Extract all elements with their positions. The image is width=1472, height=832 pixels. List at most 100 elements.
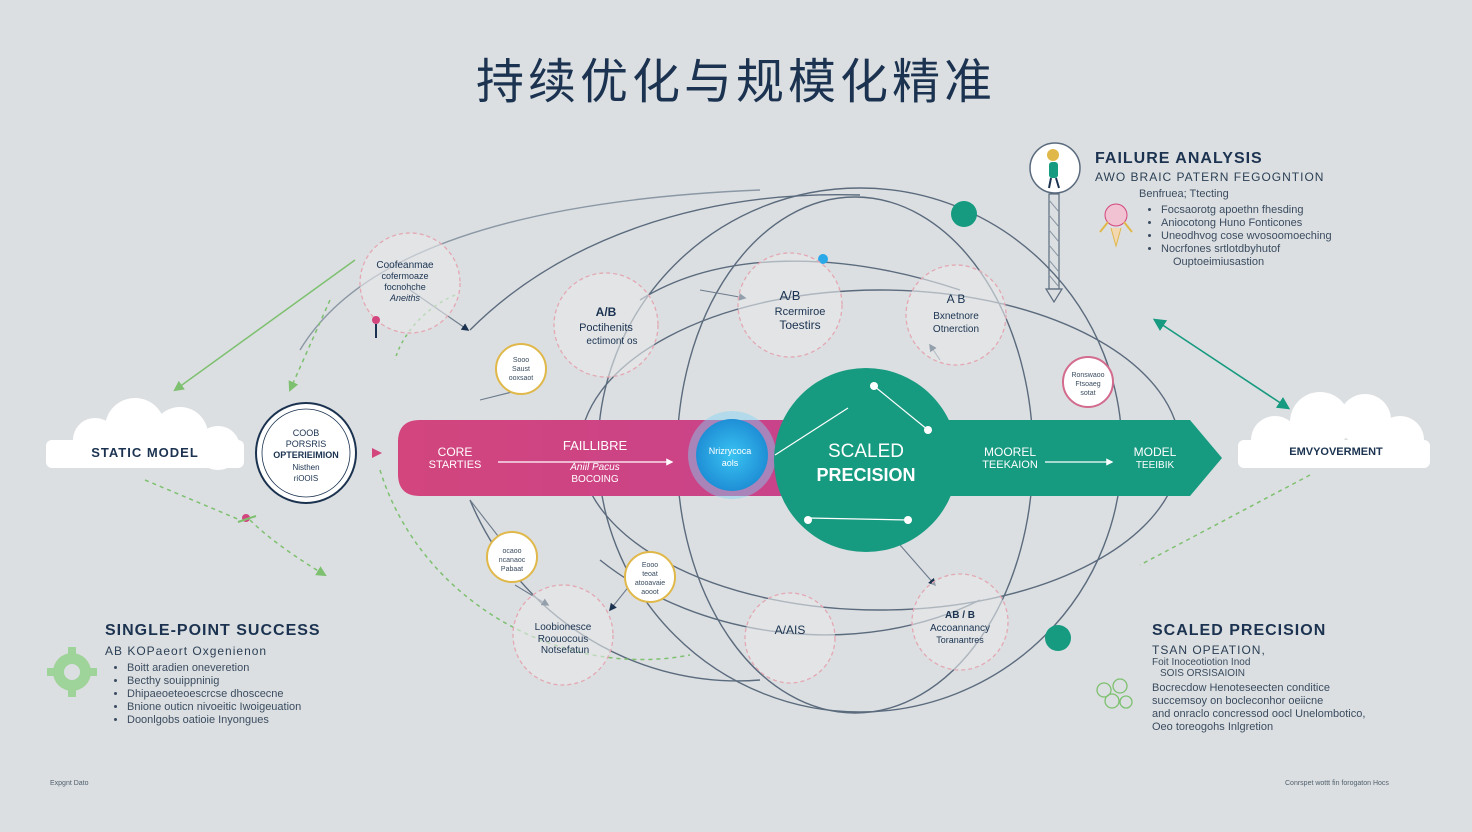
- sp-3: sotat: [1080, 390, 1095, 397]
- sy3-3: atooavaie: [635, 580, 665, 587]
- single-bullet: Bnione outicn nivoeitic Iwoigeuation: [127, 701, 405, 714]
- small-node-2: [486, 531, 538, 583]
- core-line-3: OPTERIEIMION: [273, 450, 339, 460]
- scaled-precision-hub: SCALED PRECISION: [774, 368, 958, 552]
- band-left-bottom: STARTIES: [429, 459, 482, 471]
- tl-1: Coofeanmae: [376, 260, 434, 271]
- cloud-right-label: EMVYOVERMENT: [1289, 446, 1383, 458]
- single-bullet: Doonlgobs oatioie Inyongues: [127, 714, 405, 727]
- sy3-4: aooot: [641, 589, 659, 596]
- blue-node-top: Nrizrycoca: [709, 446, 752, 456]
- hub-title-top: SCALED: [828, 441, 904, 462]
- scaled-sub1: TSAN OPEATION,: [1152, 643, 1266, 657]
- core-line-1: COOB: [293, 428, 320, 438]
- failure-heading: FAILURE ANALYSIS: [1095, 150, 1263, 167]
- band-middle-mid: Aniil Pacus: [569, 462, 619, 473]
- teal-double-arrow: [1152, 318, 1291, 410]
- sp-1: Ronswaoo: [1071, 372, 1104, 379]
- arrow-to-band: [372, 448, 382, 458]
- hub-title-bottom: PRECISION: [816, 465, 915, 485]
- tl-4: Aneiths: [389, 293, 421, 303]
- sy1-1: Sooo: [513, 357, 529, 364]
- orbit-dot-top: [951, 201, 977, 227]
- small-node-pink: [1062, 356, 1114, 408]
- stem-arrow: [1044, 193, 1064, 304]
- abr-2: Bxnetnore: [933, 311, 979, 322]
- sy3-2: teoat: [642, 571, 658, 578]
- core-line-2: PORSRIS: [286, 439, 327, 449]
- circle-bottom-left: [512, 584, 614, 686]
- single-heading: SINGLE-POINT SUCCESS: [105, 622, 321, 639]
- failure-subheading: AWO BRAIC PATERN FEGOGNTION: [1095, 170, 1325, 184]
- scaled-precision-caption: SCALED PRECISION TSAN OPEATION, Foit Ino…: [1152, 622, 1452, 734]
- bm-1: A/AIS: [775, 623, 806, 637]
- sy2-2: ncanaoc: [499, 557, 526, 564]
- sy2-1: ocaoo: [502, 548, 521, 555]
- small-figure-icons: [237, 316, 380, 523]
- sy2-3: Pabaat: [501, 566, 523, 573]
- abt-1: A/B: [780, 288, 801, 303]
- failure-last-line: Ouptoeimiusastion: [1173, 256, 1265, 268]
- single-point-caption: SINGLE-POINT SUCCESS AB KOPaeort Oxgenie…: [105, 622, 405, 727]
- brain-icon: [1099, 203, 1133, 248]
- cloud-left-label: STATIC MODEL: [91, 445, 199, 460]
- abl-3: ectimont os: [586, 336, 637, 347]
- circle-ab-left: [553, 272, 659, 378]
- failure-bullet: Nocrfones srtlotdbyhutof: [1161, 243, 1425, 256]
- scaled-sub3: SOIS ORSISAIOIN: [1160, 668, 1246, 679]
- tl-3: focnohche: [384, 282, 426, 292]
- band-middle-top: FAILLIBRE: [563, 438, 628, 453]
- blue-node: Nrizrycoca aols: [688, 411, 776, 499]
- bl-2: Roouocous: [538, 634, 589, 645]
- orbit-dot-bottom: [1045, 625, 1071, 651]
- sp-2: Ftsoaeg: [1075, 381, 1100, 388]
- band-left-top: CORE: [438, 445, 473, 459]
- circle-bottom-right: [911, 573, 1009, 671]
- core-line-4: Nisthen: [292, 463, 319, 472]
- page-title: 持续优化与规模化精准: [475, 54, 996, 110]
- bl-1: Loobionesce: [535, 622, 592, 633]
- band-right-bottom: TEEKAION: [982, 459, 1038, 471]
- scaled-heading: SCALED PRECISION: [1152, 622, 1327, 639]
- scaled-line: Oeo toreogohs Inlgretion: [1152, 721, 1274, 733]
- circle-bottom-mid: [744, 592, 836, 684]
- failure-bullet: Aniocotong Huno Fonticones: [1161, 217, 1425, 230]
- failure-bullet: Uneodhvog cose wvosoomoeching: [1161, 230, 1425, 243]
- core-line-5: riOOIS: [294, 474, 318, 483]
- br-2: Accoannancy: [930, 623, 990, 634]
- band-far-right-top: MODEL: [1134, 445, 1177, 459]
- gear-icon: [47, 647, 97, 697]
- abt-3: Toestirs: [779, 318, 820, 332]
- cloud-left: STATIC MODEL: [46, 398, 244, 470]
- circle-ab-top: [737, 252, 843, 358]
- core-optimization-node: COOB PORSRIS OPTERIEIMION Nisthen riOOIS: [255, 402, 357, 504]
- cloud-right: EMVYOVERMENT: [1238, 392, 1430, 468]
- single-bullets: Boitt aradien oneveretion Becthy souippn…: [105, 662, 405, 727]
- person-icon: [1029, 142, 1081, 194]
- abt-2: Rcermiroe: [775, 306, 826, 318]
- molecule-icon: [1096, 678, 1133, 709]
- band-right-top: MOOREL: [984, 445, 1036, 459]
- circle-top-left: [359, 232, 461, 334]
- sy1-3: ooxsaot: [509, 375, 534, 382]
- single-bullet: Becthy souippninig: [127, 675, 405, 688]
- abl-1: A/B: [596, 305, 617, 319]
- scaled-line: succemsoy on bocleconhor oeiicne: [1152, 695, 1324, 707]
- circle-ab-right: [905, 264, 1007, 366]
- br-3: Toranantres: [936, 635, 984, 645]
- footer-left: Expgnt Dato: [50, 780, 89, 787]
- single-bullet: Dhipaeoeteoescrcse dhoscecne: [127, 688, 405, 701]
- circle-texts: Coofeanmae cofermoaze focnohche Aneiths …: [376, 260, 990, 656]
- abl-2: Poctihenits: [579, 322, 633, 334]
- band-far-right-bottom: TEEIBIK: [1136, 460, 1175, 471]
- scaled-line: and onraclo concressod oocl Unelombotico…: [1152, 708, 1366, 720]
- orbit-dot-blue: [818, 254, 828, 264]
- single-subheading: AB KOPaeort Oxgenienon: [105, 644, 268, 658]
- sy3-1: Eooo: [642, 562, 658, 569]
- small-node-1: [495, 343, 547, 395]
- small-node-3: [624, 551, 676, 603]
- abr-3: Otnerction: [933, 324, 979, 335]
- single-bullet: Boitt aradien oneveretion: [127, 662, 405, 675]
